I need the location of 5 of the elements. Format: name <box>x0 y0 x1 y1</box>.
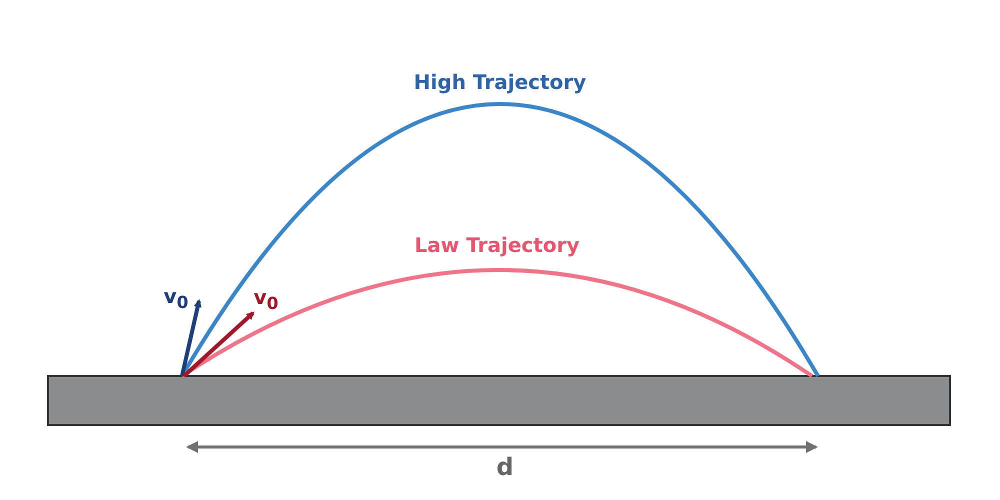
velocity-label: v$_{0}$ <box>254 287 278 313</box>
velocity-label: v$_{0}$ <box>164 286 188 312</box>
curve-label: Law Trajectory <box>414 235 580 255</box>
curve-label: High Trajectory <box>414 72 586 92</box>
dimension-label: d <box>496 455 514 479</box>
